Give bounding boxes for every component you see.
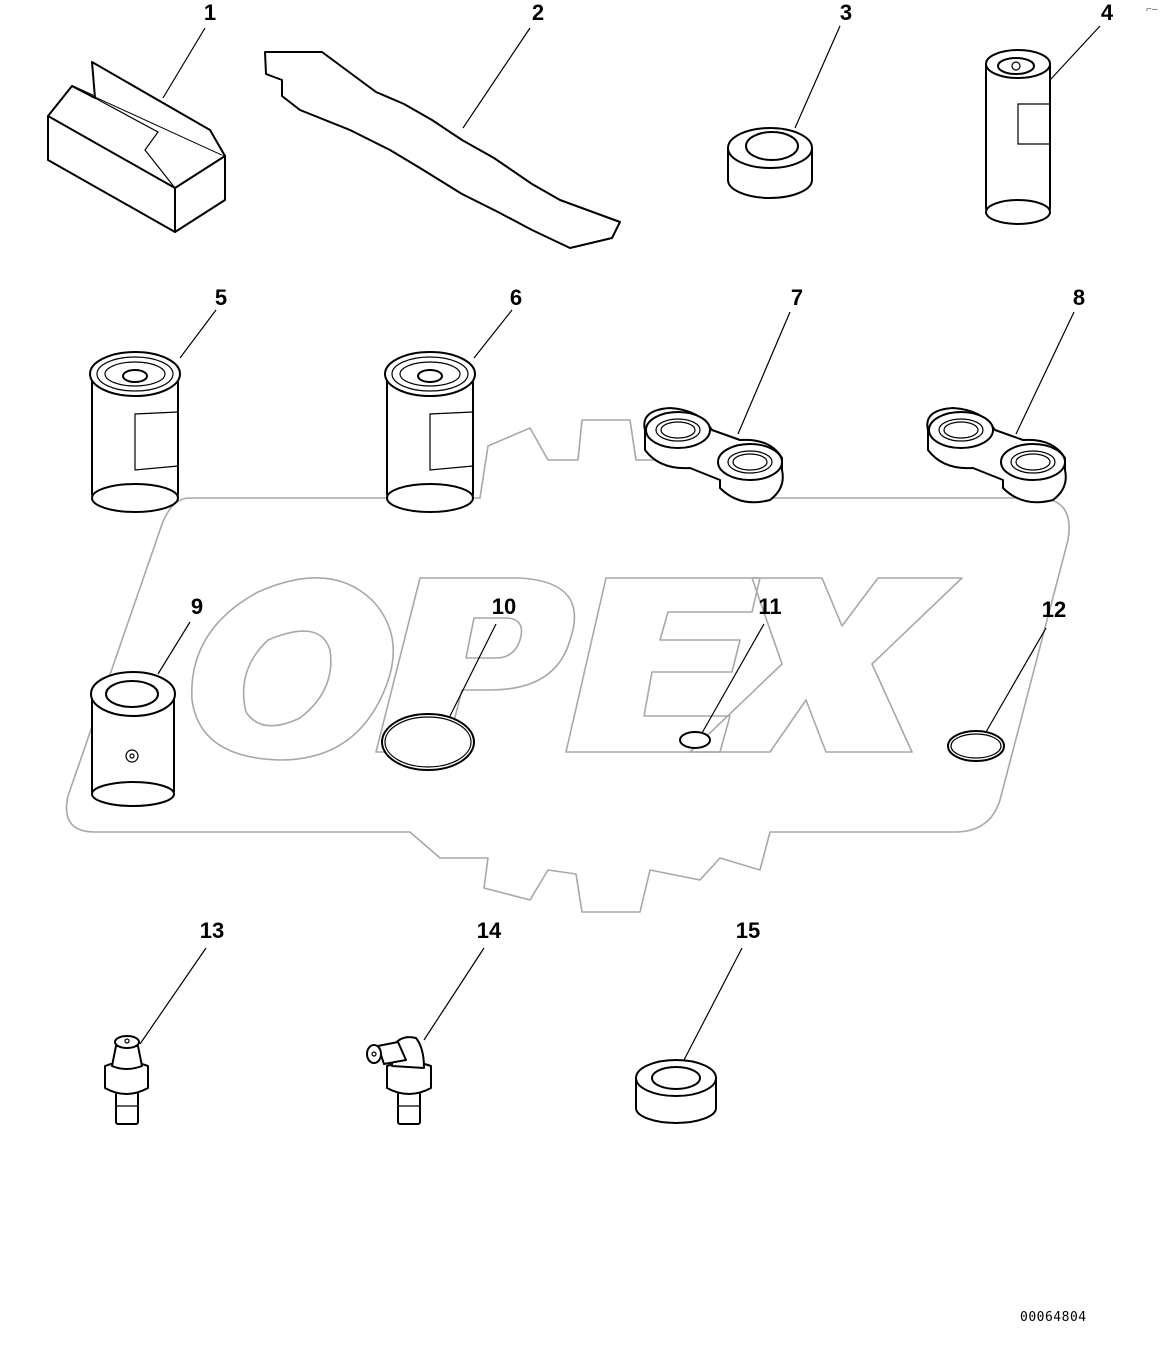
callout-10: 10 [491,594,517,619]
part-13-grease-fitting-straight-icon [104,947,207,1125]
part-10-o-ring-large-icon [381,623,497,771]
document-id: 00064804 [1020,1310,1087,1325]
part-4-filter-long-icon [985,25,1101,225]
corner-mark: ⌐– [1146,4,1158,15]
part-9-cartridge-filter-icon [90,621,191,807]
callout-9: 9 [190,594,204,619]
callout-14: 14 [476,918,502,943]
part-7-link-bracket-icon [643,311,791,504]
part-2-gasket-icon [264,27,621,249]
callout-7: 7 [790,285,804,310]
callout-5: 5 [214,285,228,310]
part-11-o-ring-small-icon [679,623,765,749]
callout-3: 3 [839,0,853,25]
callout-2: 2 [531,0,545,25]
part-8-link-bracket-icon [926,311,1075,504]
opex-watermark [65,419,1070,913]
callout-12: 12 [1041,597,1067,622]
callout-4: 4 [1100,0,1114,25]
callout-6: 6 [509,285,523,310]
callout-15: 15 [735,918,761,943]
callout-8: 8 [1072,285,1086,310]
callout-13: 13 [199,918,225,943]
part-6-spin-on-filter-icon [384,309,513,513]
part-1-carton-box-icon [47,27,226,233]
part-14-grease-fitting-elbow-icon [366,947,485,1125]
part-3-bushing-icon [727,25,841,199]
part-15-spacer-ring-icon [635,947,743,1124]
callout-11: 11 [758,594,782,619]
callout-1: 1 [203,0,217,25]
part-12-o-ring-medium-icon [947,627,1047,762]
part-5-spin-on-filter-icon [89,309,217,513]
